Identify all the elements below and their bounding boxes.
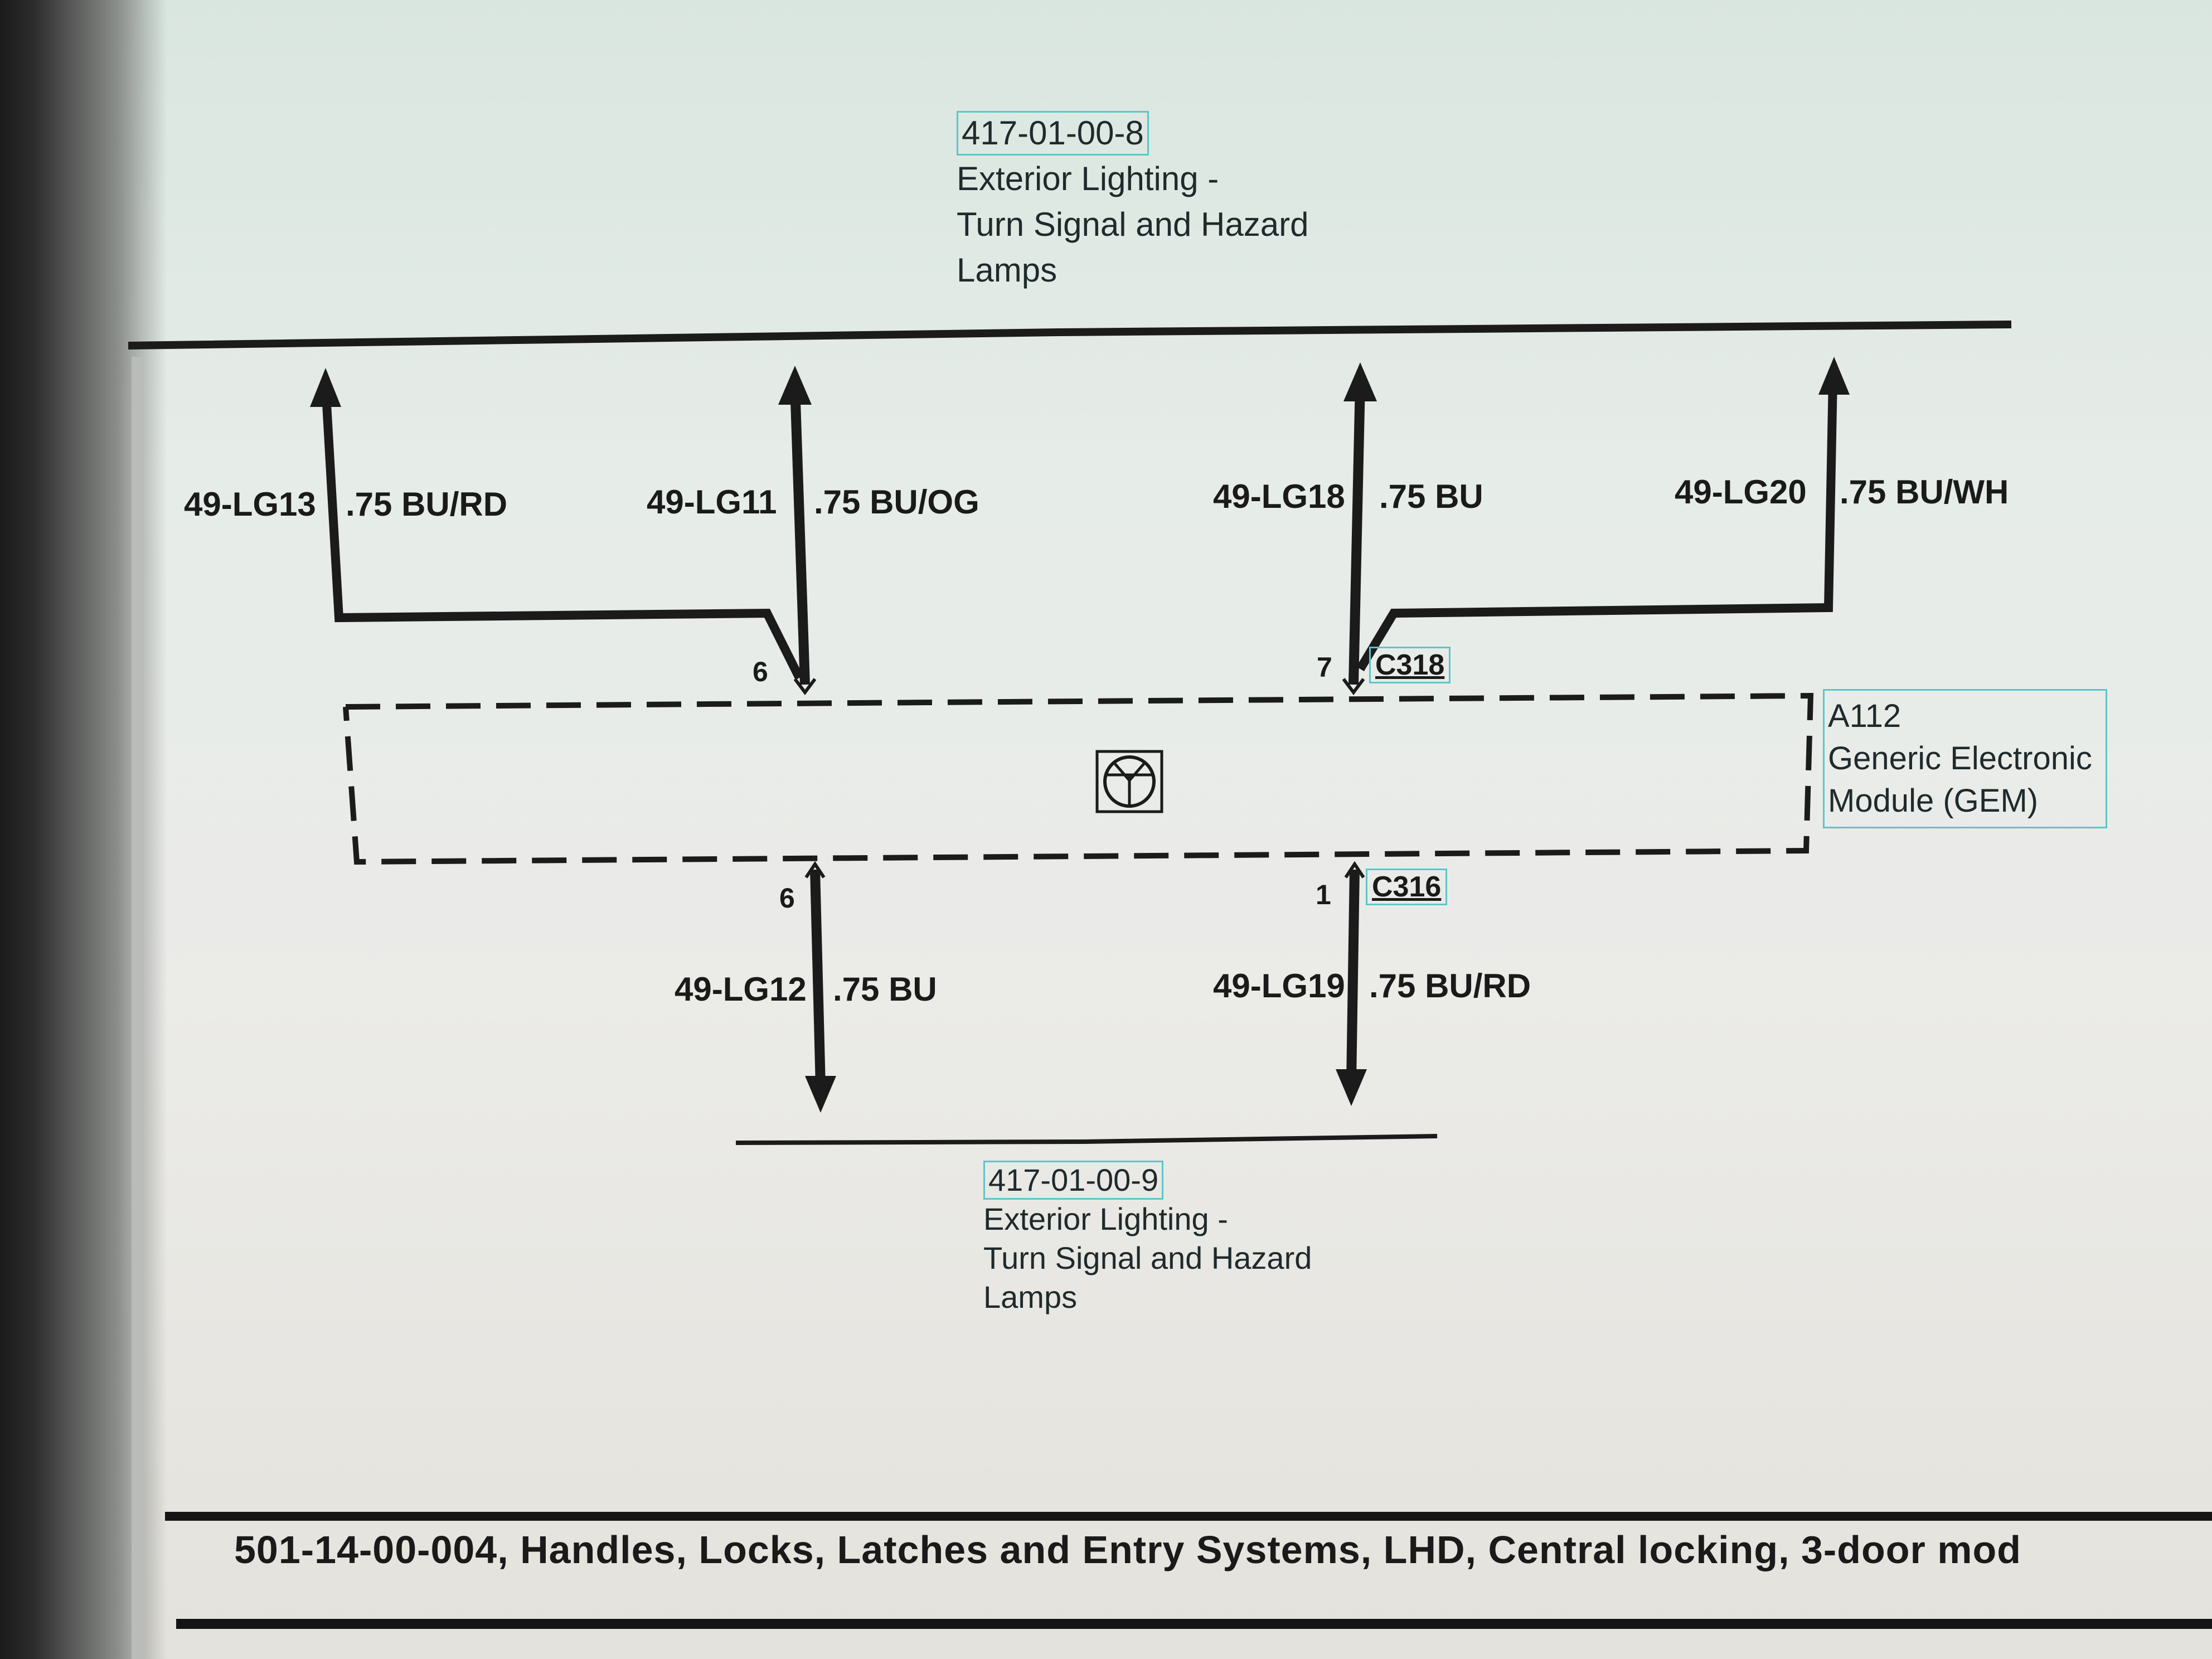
wire-label-lg11-spec: .75 BU/OG (814, 483, 979, 521)
arrow-lg13 (310, 368, 341, 407)
wire-label-lg19-spec: .75 BU/RD (1369, 967, 1531, 1005)
wire-label-lg20-spec: .75 BU/WH (1840, 473, 2009, 511)
pin-fork-bottom-right (1344, 861, 1365, 879)
top-reference-link[interactable]: 417-01-00-8 (957, 111, 1149, 156)
wire-label-lg13-spec: .75 BU/RD (346, 486, 508, 523)
module-outline (343, 692, 1814, 865)
wire-lg19 (1346, 869, 1360, 1082)
bottom-reference-line2: Turn Signal and Hazard (983, 1240, 1312, 1275)
arrow-lg20 (1818, 357, 1850, 395)
top-reference-line3: Lamps (957, 251, 1058, 289)
bottom-bus-line (735, 1134, 1438, 1145)
connector-c318-link[interactable]: C318 (1369, 647, 1451, 683)
arrow-lg12 (805, 1076, 836, 1113)
footer-bottom-rule (176, 1619, 2212, 1629)
module-id: A112 (1828, 698, 1901, 734)
top-reference-line1: Exterior Lighting - (957, 160, 1219, 197)
footer-top-rule (165, 1512, 2212, 1521)
wire-label-lg18-circuit: 49-LG18 (1213, 478, 1345, 515)
bottom-reference-line3: Lamps (983, 1279, 1078, 1314)
wire-label-lg11-circuit: 49-LG11 (647, 483, 777, 521)
wire-label-lg19-circuit: 49-LG19 (1213, 967, 1345, 1005)
top-reference-line2: Turn Signal and Hazard (957, 206, 1309, 243)
wire-label-lg12-circuit: 49-LG12 (675, 971, 807, 1008)
connector-c316-link[interactable]: C316 (1366, 869, 1448, 905)
pin-fork-top-left (793, 678, 817, 695)
arrow-lg19 (1336, 1069, 1367, 1106)
pin-number-bottom-left: 6 (779, 882, 795, 914)
bottom-reference-link[interactable]: 417-01-00-9 (983, 1161, 1164, 1200)
module-name-line2: Module (GEM) (1828, 783, 2039, 819)
wire-lg20 (1356, 379, 1837, 672)
pin-number-top-left: 6 (753, 656, 768, 687)
wire-lg18 (1348, 382, 1365, 685)
pin-fork-bottom-left (804, 861, 826, 879)
steering-wheel-icon (1095, 750, 1163, 813)
wire-label-lg18-spec: .75 BU (1379, 478, 1483, 515)
diagram-title: 501-14-00-004, Handles, Locks, Latches a… (234, 1528, 2021, 1571)
bottom-reference-block: 417-01-00-9 Exterior Lighting - Turn Sig… (983, 1161, 1312, 1317)
wire-lg13 (321, 384, 804, 680)
top-reference-block: 417-01-00-8 Exterior Lighting - Turn Sig… (957, 110, 1308, 293)
wire-label-lg13-circuit: 49-LG13 (184, 486, 316, 523)
wire-label-lg12-spec: .75 BU (833, 971, 937, 1008)
pin-fork-top-right (1342, 678, 1365, 695)
arrow-lg11 (778, 366, 812, 405)
module-label[interactable]: A112 Generic Electronic Module (GEM) (1823, 689, 2107, 828)
pin-number-top-right: 7 (1317, 652, 1332, 683)
arrow-lg18 (1343, 362, 1377, 401)
top-bus-line (128, 321, 2012, 350)
wire-lg11 (790, 384, 810, 685)
bottom-reference-line1: Exterior Lighting - (983, 1201, 1228, 1236)
wire-label-lg20-circuit: 49-LG20 (1675, 473, 1807, 511)
window-frame-edge (132, 357, 144, 1659)
wire-lg12 (810, 869, 826, 1088)
module-name-line1: Generic Electronic (1828, 740, 2092, 777)
pin-number-bottom-right: 1 (1316, 879, 1331, 910)
